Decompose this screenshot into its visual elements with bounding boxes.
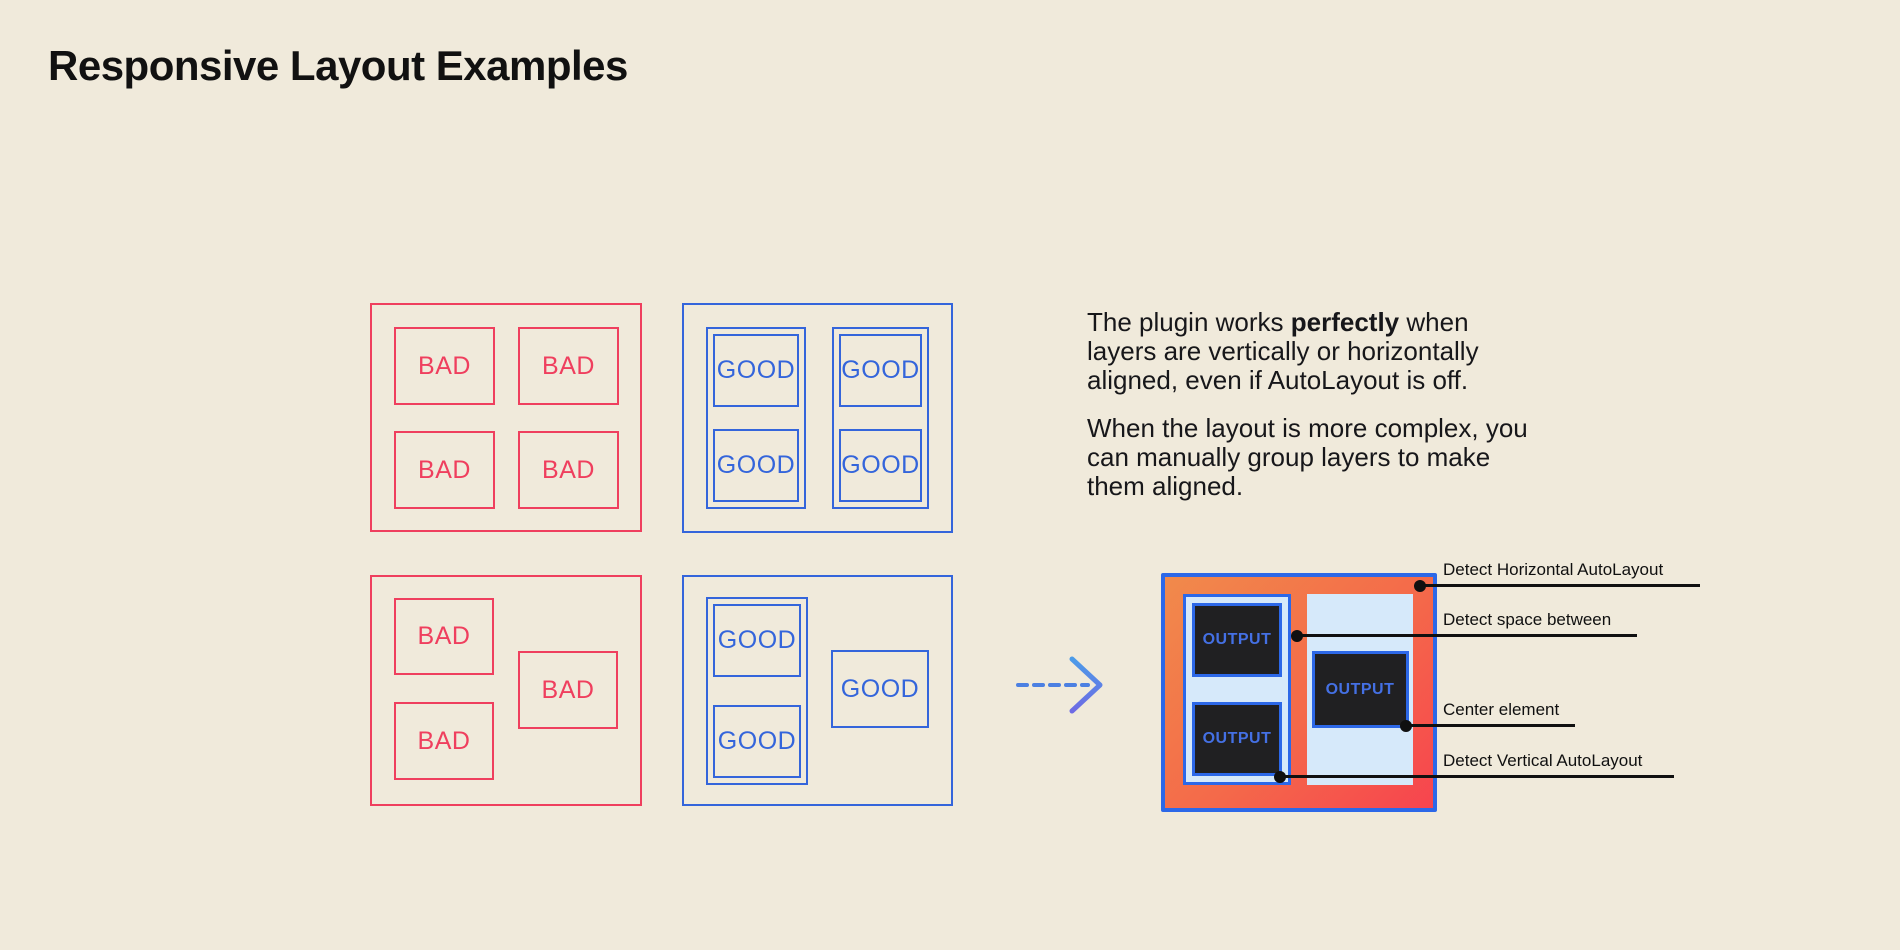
- bad-box-label: BAD: [542, 455, 595, 484]
- bad-aligned-group: BAD BAD BAD BAD: [370, 303, 642, 532]
- output-vertical-autolayout-panel: OUTPUT OUTPUT: [1183, 594, 1291, 785]
- annotation-label: Detect space between: [1443, 610, 1612, 629]
- good-aligned-group: GOOD GOOD GOOD GOOD: [682, 303, 953, 533]
- bad-box: BAD: [394, 431, 495, 509]
- bad-box-label: BAD: [541, 675, 595, 704]
- good-box-label: GOOD: [840, 674, 920, 703]
- bad-box-label: BAD: [542, 351, 595, 380]
- annotation-line: [1420, 584, 1700, 587]
- good-column-wrapper: GOOD GOOD: [706, 327, 806, 509]
- annotation-dot: [1291, 630, 1303, 642]
- bad-box: BAD: [518, 431, 619, 509]
- bad-box-label: BAD: [418, 351, 471, 380]
- good-box-label: GOOD: [841, 451, 920, 479]
- bad-box-label: BAD: [417, 726, 471, 755]
- annotation-line: [1297, 634, 1637, 637]
- output-box: OUTPUT: [1192, 702, 1282, 776]
- good-box: GOOD: [713, 705, 801, 778]
- paragraph-2: When the layout is more complex, you can…: [1087, 413, 1528, 501]
- description-text: The plugin works perfectly when layers a…: [1087, 308, 1532, 501]
- good-column-wrapper: GOOD GOOD: [832, 327, 929, 509]
- bad-box-label: BAD: [418, 455, 471, 484]
- output-box: OUTPUT: [1192, 603, 1282, 677]
- good-box: GOOD: [831, 650, 929, 728]
- output-box-label: OUTPUT: [1325, 680, 1395, 698]
- good-box-label: GOOD: [716, 356, 796, 384]
- annotation-label: Detect Horizontal AutoLayout: [1443, 560, 1664, 579]
- good-complex-group: GOOD GOOD GOOD: [682, 575, 953, 806]
- annotation-dot: [1414, 580, 1426, 592]
- bad-box-label: BAD: [417, 622, 471, 650]
- output-box-label: OUTPUT: [1202, 730, 1272, 747]
- bad-box: BAD: [394, 327, 495, 405]
- page-title: Responsive Layout Examples: [48, 42, 628, 89]
- annotation-line: [1406, 724, 1575, 727]
- good-box-label: GOOD: [716, 451, 796, 479]
- bad-box: BAD: [394, 598, 494, 675]
- good-box: GOOD: [839, 334, 922, 407]
- annotation-line: [1280, 775, 1674, 778]
- good-box: GOOD: [839, 429, 922, 502]
- paragraph-1-bold: perfectly: [1290, 307, 1400, 337]
- output-box: OUTPUT: [1311, 651, 1409, 728]
- arrow-right-icon: [1016, 656, 1103, 714]
- good-box: GOOD: [713, 604, 801, 677]
- paragraph-1: The plugin works perfectly when layers a…: [1087, 308, 1532, 395]
- good-box-label: GOOD: [841, 356, 920, 384]
- annotation-dot: [1400, 720, 1412, 732]
- good-box-label: GOOD: [717, 626, 797, 654]
- bad-box: BAD: [518, 651, 618, 729]
- good-box: GOOD: [713, 334, 799, 407]
- bad-box: BAD: [518, 327, 619, 405]
- output-box-label: OUTPUT: [1202, 631, 1272, 648]
- good-box: GOOD: [713, 429, 799, 502]
- annotation-dot: [1274, 771, 1286, 783]
- good-box-label: GOOD: [717, 727, 797, 755]
- bad-box: BAD: [394, 702, 494, 780]
- bad-complex-group: BAD BAD BAD: [370, 575, 642, 806]
- good-column-wrapper: GOOD GOOD: [706, 597, 808, 785]
- paragraph-1-text: The plugin works: [1087, 307, 1291, 337]
- annotation-label: Center element: [1443, 700, 1560, 719]
- output-frame: OUTPUT OUTPUT OUTPUT: [1161, 573, 1437, 812]
- output-center-panel: OUTPUT: [1307, 594, 1413, 785]
- paragraph-1-text: when layers are vertically or horizontal…: [1087, 307, 1479, 395]
- annotation-label: Detect Vertical AutoLayout: [1443, 751, 1643, 770]
